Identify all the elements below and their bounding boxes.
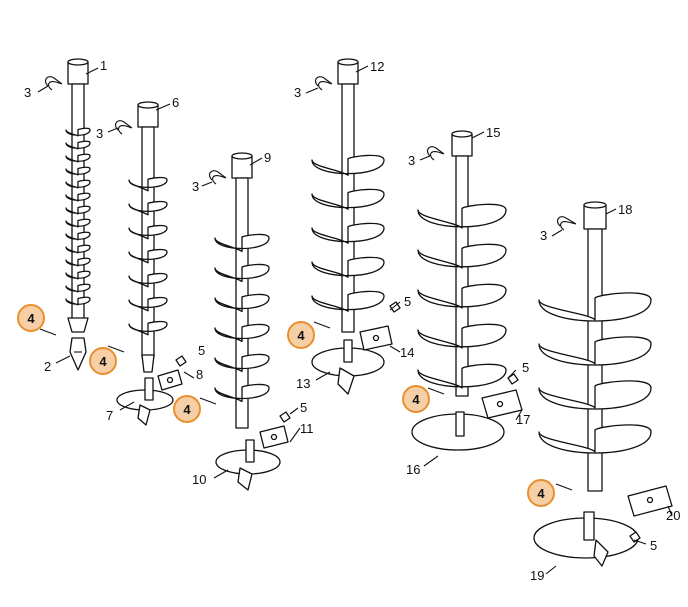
auger-15: [411, 130, 523, 451]
auger-flight: [538, 336, 652, 366]
auger-flight: [65, 192, 91, 202]
auger-flight: [65, 244, 91, 254]
auger-flight: [128, 176, 168, 192]
auger-18: [533, 201, 673, 567]
auger-flight: [311, 290, 385, 312]
auger-flight: [214, 353, 270, 373]
auger-flight: [214, 383, 270, 403]
auger-flight: [65, 257, 91, 267]
callout-7: 7: [106, 408, 113, 423]
auger-flight: [128, 320, 168, 336]
highlight-badge-4: 4: [89, 347, 117, 375]
pins: [39, 321, 573, 491]
highlighted-callouts: 4 4 4 4 4 4: [17, 304, 555, 507]
callout-2: 2: [44, 359, 51, 374]
callout-10: 10: [192, 472, 206, 487]
auger-flight: [417, 283, 507, 309]
auger-flight: [128, 200, 168, 216]
callout-18: 18: [618, 202, 632, 217]
auger-flight: [65, 140, 91, 150]
highlight-badge-4: 4: [402, 385, 430, 413]
auger-flight: [214, 323, 270, 343]
callout-15: 15: [486, 125, 500, 140]
callout-9: 9: [264, 150, 271, 165]
highlight-badge-4: 4: [287, 321, 315, 349]
callout-5: 5: [404, 294, 411, 309]
auger-6: [115, 101, 187, 426]
auger-flight: [538, 292, 652, 322]
callout-17: 17: [516, 412, 530, 427]
auger-12: [311, 58, 401, 395]
auger-flight: [214, 293, 270, 313]
highlight-badge-4: 4: [527, 479, 555, 507]
auger-flight: [65, 127, 91, 137]
auger-1-tip: [69, 337, 87, 371]
auger-flight: [65, 296, 91, 306]
auger-flight: [417, 203, 507, 229]
callout-3: 3: [192, 179, 199, 194]
callout-5: 5: [300, 400, 307, 415]
callout-3: 3: [408, 153, 415, 168]
svg-text:4: 4: [297, 328, 305, 343]
auger-flight: [128, 248, 168, 264]
auger-flight: [417, 243, 507, 269]
leader-lines: [37, 65, 673, 575]
auger-flight: [538, 380, 652, 410]
auger-flight: [128, 272, 168, 288]
auger-flight: [128, 224, 168, 240]
callout-3: 3: [540, 228, 547, 243]
auger-flight: [65, 205, 91, 215]
auger-flight: [417, 323, 507, 349]
auger-flight: [65, 283, 91, 293]
callout-5: 5: [650, 538, 657, 553]
svg-text:4: 4: [99, 354, 107, 369]
callout-3: 3: [294, 85, 301, 100]
callout-1: 1: [100, 58, 107, 73]
auger-flight: [311, 256, 385, 278]
callout-20: 20: [666, 508, 680, 523]
svg-text:4: 4: [537, 486, 545, 501]
auger-flight: [65, 153, 91, 163]
auger-flight: [311, 188, 385, 210]
auger-1: [45, 58, 91, 371]
auger-flight: [65, 218, 91, 228]
auger-flight: [65, 270, 91, 280]
callout-14: 14: [400, 345, 414, 360]
callout-12: 12: [370, 59, 384, 74]
auger-flight: [65, 231, 91, 241]
callout-11: 11: [300, 421, 314, 436]
svg-text:4: 4: [27, 311, 35, 326]
highlight-badge-4: 4: [173, 395, 201, 423]
callout-6: 6: [172, 95, 179, 110]
svg-text:4: 4: [412, 392, 420, 407]
callout-labels: 1 2 3 3 3 3 3 3 5 5 5 5 5 6 7 8 9 10 11 …: [24, 58, 680, 583]
callout-19: 19: [530, 568, 544, 583]
callout-8: 8: [196, 367, 203, 382]
clip-pin-1: [45, 76, 63, 91]
callout-13: 13: [296, 376, 310, 391]
svg-text:4: 4: [183, 402, 191, 417]
auger-flight: [214, 233, 270, 253]
auger-flight: [65, 166, 91, 176]
callout-5: 5: [198, 343, 205, 358]
highlight-badge-4: 4: [17, 304, 45, 332]
auger-flight: [538, 424, 652, 454]
auger-flight: [311, 222, 385, 244]
callout-5: 5: [522, 360, 529, 375]
callout-3: 3: [96, 126, 103, 141]
callout-16: 16: [406, 462, 420, 477]
auger-flight: [65, 179, 91, 189]
auger-flight: [128, 296, 168, 312]
auger-flight: [417, 363, 507, 389]
auger-flight: [311, 154, 385, 176]
callout-3: 3: [24, 85, 31, 100]
auger-flight: [214, 263, 270, 283]
auger-9: [209, 152, 291, 491]
